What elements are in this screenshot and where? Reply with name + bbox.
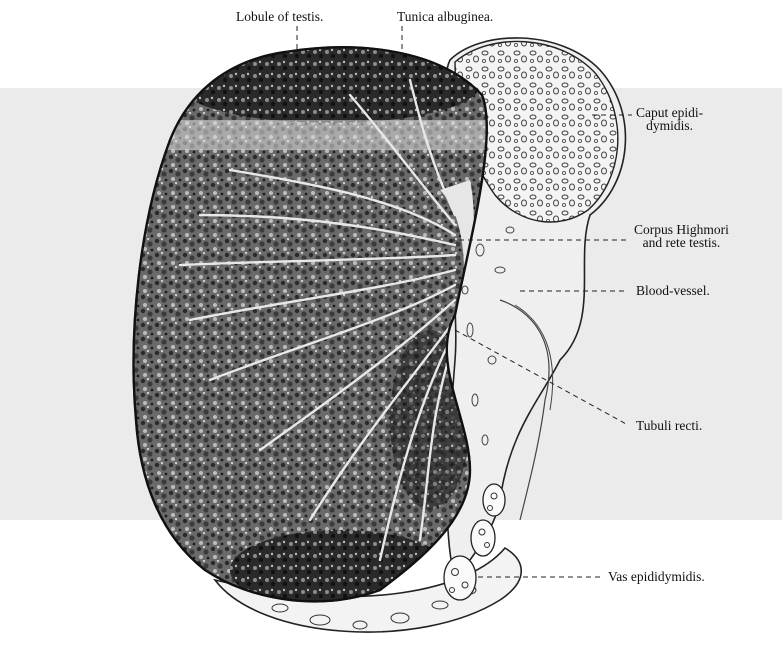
label-blood-vessel: Blood-vessel. [636, 284, 710, 298]
dark-lobule-top [180, 47, 480, 123]
label-corpus-highmori: Corpus Highmori and rete testis. [634, 223, 729, 249]
label-tunica-albuginea: Tunica albuginea. [397, 10, 493, 24]
label-tubuli-recti: Tubuli recti. [636, 419, 702, 433]
label-corpus-line2: and rete testis. [634, 236, 729, 249]
label-lobule-of-testis: Lobule of testis. [236, 10, 323, 24]
label-caput-epididymidis: Caput epidi- dymidis. [636, 106, 703, 132]
label-vas-epididymidis: Vas epididymidis. [608, 570, 705, 584]
label-caput-line2: dymidis. [636, 119, 703, 132]
